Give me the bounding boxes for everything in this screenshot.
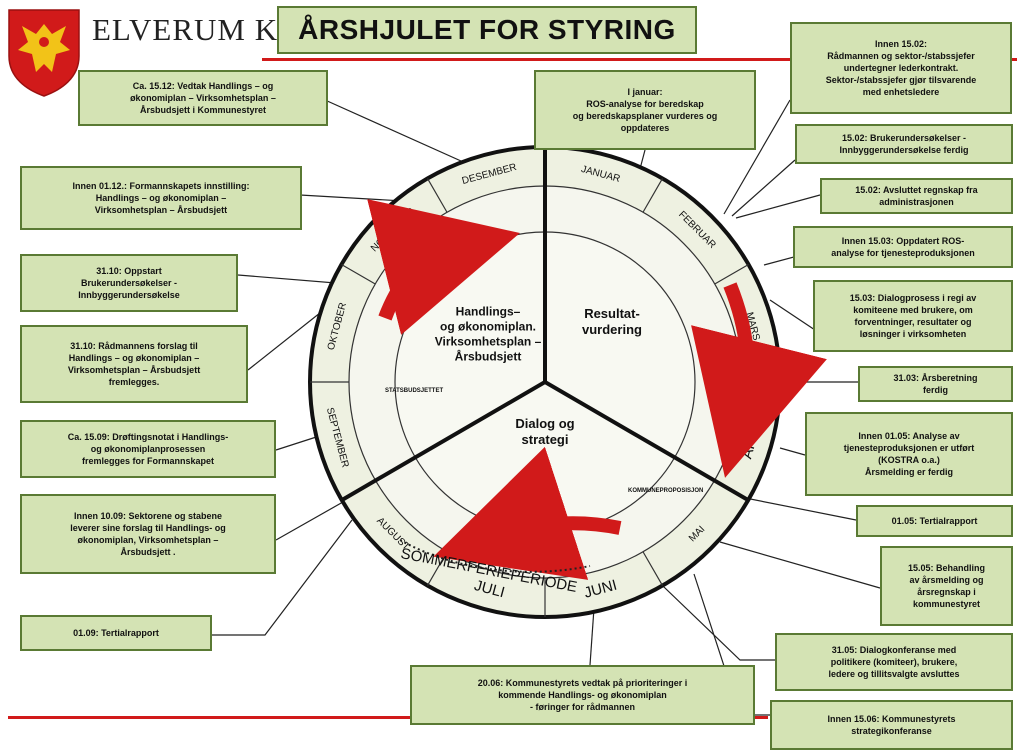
sector-label-line: strategi	[522, 432, 569, 447]
note-1506: Innen 15.06: Kommunestyrets strategikonf…	[770, 700, 1013, 750]
note-1505: 15.05: Behandling av årsmelding og årsre…	[880, 546, 1013, 626]
note-1502b: 15.02: Brukerundersøkelser - Innbyggerun…	[795, 124, 1013, 164]
page-title: ÅRSHJULET FOR STYRING	[277, 6, 697, 54]
note-0103: Innen 15.03: Oppdatert ROS- analyse for …	[793, 226, 1013, 268]
note-3105: 31.05: Dialogkonferanse med politikere (…	[775, 633, 1013, 691]
sector-dividers	[340, 147, 750, 502]
sector-label-line: vurdering	[582, 322, 642, 337]
sector-label-line: Virksomhetsplan –	[435, 335, 542, 349]
arrow-plan	[367, 199, 520, 335]
note-1009: Innen 10.09: Sektorene og stabene levere…	[20, 494, 276, 574]
summer-period-arc	[399, 539, 591, 573]
note-0105b: 01.05: Tertialrapport	[856, 505, 1013, 537]
note-3110b: 31.10: Oppstart Brukerundersøkelser - In…	[20, 254, 238, 312]
crest-logo	[8, 9, 80, 97]
note-1502c: 15.02: Avsluttet regnskap fra administra…	[820, 178, 1013, 214]
footer-rule	[8, 716, 768, 719]
connector-3105	[639, 563, 775, 661]
connector-1505	[719, 541, 881, 589]
sector-label-line: Dialog og	[515, 416, 574, 431]
connector-1009	[275, 497, 351, 541]
sector-plan-label: Handlings–og økonomiplan.Virksomhetsplan…	[435, 305, 542, 364]
note-0105a: Innen 01.05: Analyse av tjenesteproduksj…	[805, 412, 1013, 496]
connector-1502a	[723, 99, 791, 215]
note-1502a: Innen 15.02: Rådmannen og sektor-/stabss…	[790, 22, 1012, 114]
note-1509: Ca. 15.09: Drøftingsnotat i Handlings- o…	[20, 420, 276, 478]
connector-1502b	[731, 159, 796, 217]
note-2006: 20.06: Kommunestyrets vedtak på priorite…	[410, 665, 755, 725]
note-0109: 01.09: Tertialrapport	[20, 615, 212, 651]
header-rule	[262, 58, 1017, 61]
month-divider	[714, 263, 749, 285]
note-0112: Innen 01.12.: Formannskapets innstilling…	[20, 166, 302, 230]
divider-left	[340, 380, 547, 502]
organization-name: ELVERUM K	[92, 12, 279, 47]
note-3103: 31.03: Årsberetning ferdig	[858, 366, 1013, 402]
sector-label-line: Handlings–	[456, 305, 521, 319]
connector-1503	[769, 299, 816, 331]
connector-0105a	[779, 447, 806, 456]
statsbudsjett-label: STATSBUDSJETTET	[385, 388, 443, 394]
month-divider	[642, 178, 664, 213]
note-1503: 15.03: Dialogprosess i regi av komiteene…	[813, 280, 1013, 352]
connector-1502c	[735, 194, 821, 219]
note-3110a: 31.10: Rådmannens forslag til Handlings …	[20, 325, 248, 403]
divider-right	[543, 380, 750, 502]
kommuneproposisjon-label: KOMMUNEPROPOSISJON	[628, 488, 703, 494]
sector-label-line: Årsbudsjett	[455, 349, 522, 364]
arrow-result	[691, 282, 827, 478]
sector-result-label: Resultat-vurdering	[582, 306, 642, 337]
sector-label-line: Resultat-	[584, 306, 640, 321]
arrow-dialog	[433, 446, 622, 580]
connector-3110a	[247, 304, 331, 371]
note-januar: I januar: ROS-analyse for beredskap og b…	[534, 70, 756, 150]
month-divider	[642, 551, 664, 586]
note-1512: Ca. 15.12: Vedtak Handlings – og økonomi…	[78, 70, 328, 126]
sector-label-line: og økonomiplan.	[440, 320, 536, 334]
connector-0109	[212, 519, 353, 636]
